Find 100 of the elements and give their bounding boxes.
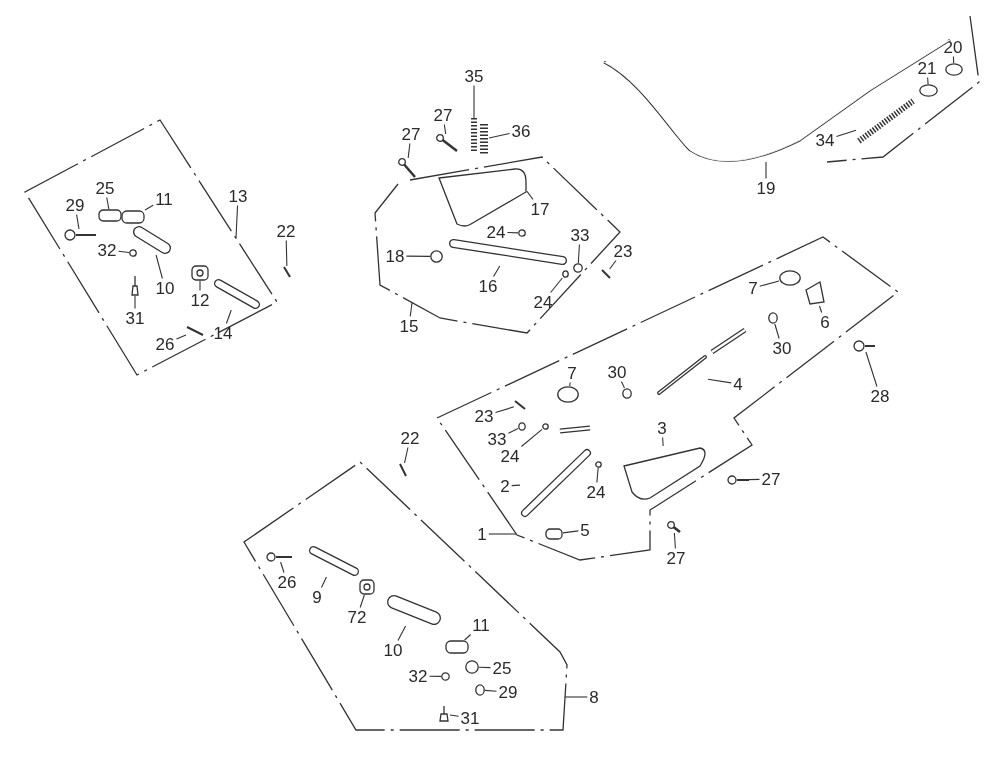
leader-line	[818, 305, 823, 314]
leader-line	[144, 204, 154, 211]
callout-number: 17	[529, 200, 551, 218]
nut-drawing	[768, 312, 778, 324]
callout-number: 8	[588, 688, 600, 706]
leader-line	[199, 280, 201, 292]
bracket-plate-drawing	[437, 166, 527, 228]
leader-line	[473, 84, 475, 119]
callout-number: 12	[189, 291, 211, 309]
leader-line	[449, 714, 460, 717]
bolt-drawing	[853, 340, 875, 352]
leader-line	[285, 239, 288, 267]
callout-number: 5	[579, 521, 591, 539]
washer-drawing	[191, 265, 209, 281]
leader-line	[748, 478, 761, 481]
callout-number: 29	[497, 683, 519, 701]
step-plate-drawing	[213, 278, 261, 310]
callout-number: 4	[732, 375, 744, 393]
callout-number: 35	[463, 67, 485, 85]
screw-drawing	[186, 326, 204, 336]
leader-line	[835, 129, 857, 137]
callout-number: 6	[819, 313, 831, 331]
callout-number: 7	[747, 279, 759, 297]
leader-line	[443, 123, 447, 135]
callout-number: 32	[96, 241, 118, 259]
leader-line	[493, 265, 501, 278]
callout-number: 1	[476, 525, 488, 543]
leader-line	[106, 196, 110, 210]
clip-drawing	[919, 84, 938, 97]
lever-drawing	[448, 238, 568, 266]
screw-drawing	[266, 552, 292, 562]
leader-line	[707, 378, 732, 384]
callout-number: 25	[94, 179, 116, 197]
callout-number: 23	[473, 407, 495, 425]
callout-number: 31	[459, 709, 481, 727]
callout-number: 34	[814, 131, 836, 149]
leader-line	[673, 532, 676, 550]
leader-line	[484, 689, 498, 692]
leader-line	[620, 380, 625, 389]
leader-line	[409, 302, 413, 318]
nut-drawing	[622, 388, 632, 399]
footrest-drawing	[132, 225, 172, 255]
leader-line	[134, 295, 136, 310]
washer-drawing	[562, 270, 569, 278]
callout-number: 10	[382, 641, 404, 659]
leader-line	[520, 428, 543, 448]
bolt-drawing	[436, 134, 458, 152]
callout-number: 26	[154, 335, 176, 353]
callout-number: 31	[124, 309, 146, 327]
callout-number: 30	[771, 339, 793, 357]
bracket-drawing	[445, 640, 469, 654]
leader-line	[494, 406, 515, 414]
callout-number: 11	[471, 616, 491, 634]
cap-drawing	[98, 209, 122, 222]
leader-line	[280, 561, 285, 574]
callout-number: 27	[432, 106, 454, 124]
nut-drawing	[573, 263, 583, 273]
knob-drawing	[779, 270, 801, 286]
leader-line	[175, 334, 187, 340]
callout-number: 24	[499, 447, 521, 465]
callout-number: 23	[612, 242, 634, 260]
bolt-drawing	[727, 475, 749, 485]
callout-number: 27	[665, 549, 687, 567]
leader-line	[511, 484, 521, 487]
stopper-drawing	[438, 706, 450, 722]
bolt-drawing	[398, 158, 416, 178]
leader-line	[564, 696, 588, 698]
screw-drawing	[475, 684, 485, 696]
washer-drawing	[595, 461, 602, 468]
leader-line	[76, 213, 80, 230]
callout-number: 10	[154, 279, 176, 297]
leader-line	[155, 254, 163, 280]
spring-drawing	[856, 98, 916, 144]
leader-line	[225, 309, 232, 325]
callout-number: 24	[485, 223, 507, 241]
callout-number: 33	[569, 226, 591, 244]
callout-number: 15	[398, 317, 420, 335]
bracket-drawing	[804, 280, 826, 306]
leader-line	[320, 576, 327, 589]
callout-number: 14	[212, 324, 234, 342]
leader-line	[397, 625, 407, 642]
leader-line	[507, 427, 519, 434]
leader-line	[952, 55, 955, 64]
rod-drawing	[656, 354, 708, 396]
leader-line	[359, 594, 365, 609]
leader-line	[464, 633, 472, 641]
knob-drawing	[557, 386, 579, 403]
callout-number: 28	[869, 387, 891, 405]
leader-line	[550, 277, 563, 294]
callout-number: 7	[566, 364, 578, 382]
leader-line	[428, 675, 442, 677]
callout-number: 24	[532, 293, 554, 311]
clip-drawing	[514, 400, 526, 410]
callout-number: 22	[275, 222, 297, 240]
pin-drawing	[545, 528, 563, 540]
leader-line	[407, 142, 411, 159]
callout-number: 2	[499, 477, 511, 495]
leader-line	[765, 161, 767, 180]
callout-number: 32	[407, 667, 429, 685]
pin-drawing	[430, 250, 443, 263]
